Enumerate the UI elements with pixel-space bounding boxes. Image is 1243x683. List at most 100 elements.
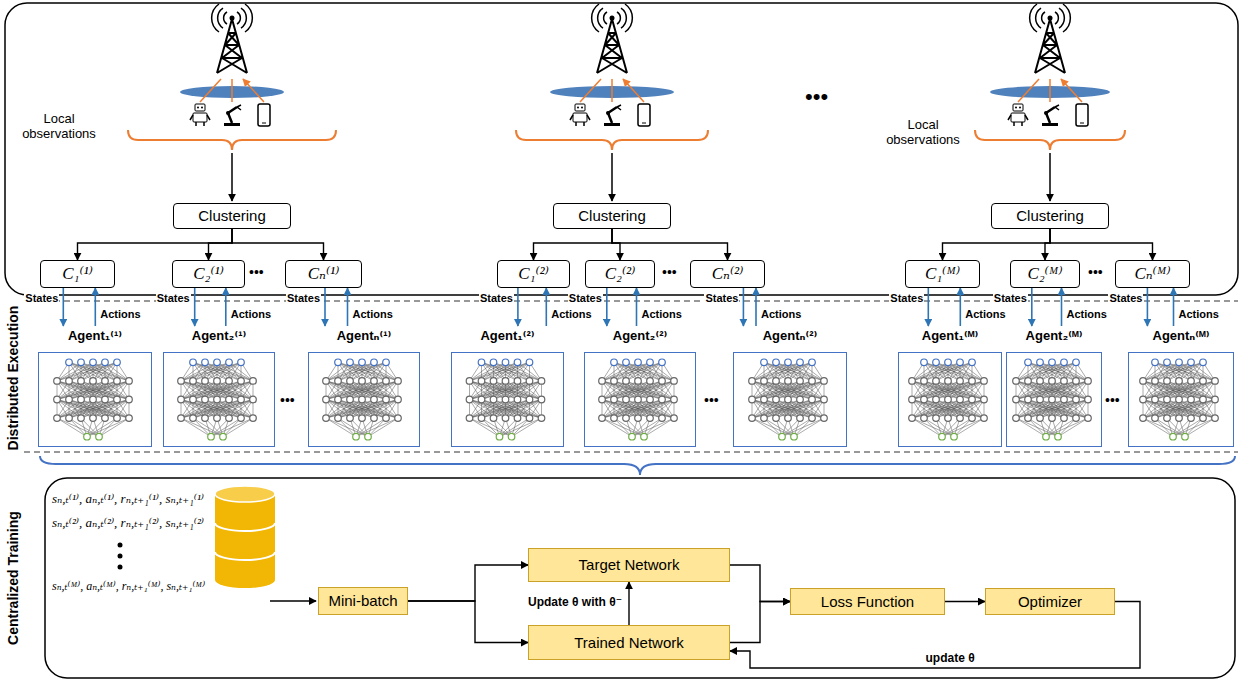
edge-label: Actions	[550, 308, 592, 321]
agent-box	[1128, 352, 1234, 447]
state-action-arrow	[606, 288, 608, 326]
cluster-box: C₁⁽ᴹ⁾	[905, 260, 980, 288]
edge-label: Actions	[230, 308, 272, 321]
state-action-arrow	[1147, 288, 1149, 326]
edge-label: Update θ with θ⁻	[527, 596, 623, 610]
node-text: C₂⁽¹⁾	[193, 264, 224, 284]
node-text: Clustering	[1016, 207, 1084, 224]
node-text: C₁⁽¹⁾	[62, 264, 93, 284]
brace	[40, 456, 1235, 475]
state-action-arrow	[545, 288, 547, 326]
dashed-divider	[24, 451, 1238, 452]
agent-heading: Agentₙ⁽²⁾	[733, 326, 847, 346]
state-action-arrow	[1173, 288, 1175, 326]
flow-arrow	[612, 229, 620, 260]
edge-label: Actions	[1066, 308, 1108, 321]
agent-box	[584, 352, 696, 447]
flow-arrow	[612, 229, 728, 260]
agent-network: Agent₂⁽²⁾	[584, 326, 696, 447]
node-text: Loss Function	[821, 593, 914, 610]
ellipsis-dots: •••	[1088, 264, 1103, 280]
node-text: C₁⁽²⁾	[518, 264, 549, 284]
node-text: Clustering	[578, 207, 646, 224]
flow-arrow	[408, 601, 528, 643]
edge-label: States	[568, 292, 603, 305]
state-action-arrow	[324, 288, 326, 326]
state-action-arrow	[517, 288, 519, 326]
flow-arrow	[628, 582, 629, 625]
flow-arrow	[943, 229, 1051, 260]
training-box: Mini-batch	[318, 587, 408, 615]
flow-arrow	[1045, 229, 1050, 260]
node-text: C₂⁽ᴹ⁾	[1027, 264, 1062, 284]
training-box: Optimizer	[985, 588, 1115, 615]
edge-label: Actions	[99, 308, 141, 321]
base-station-group	[516, 4, 708, 201]
database-arrow	[270, 600, 316, 602]
flow-arrow	[730, 565, 790, 602]
ellipsis-dots: •••	[280, 392, 295, 408]
neural-network	[585, 353, 691, 446]
ellipsis-dots: •••	[704, 392, 719, 408]
state-action-arrow	[95, 288, 97, 326]
ellipsis-dots: •••	[662, 264, 677, 280]
edge-label: Actions	[964, 308, 1006, 321]
training-box: Loss Function	[790, 588, 945, 615]
base-station-group	[128, 4, 336, 201]
section-title: Centralized Training	[5, 511, 21, 645]
edge-label: States	[1108, 292, 1143, 305]
state-action-arrow	[225, 288, 227, 326]
neural-network	[734, 353, 842, 446]
bottom-panel	[45, 478, 1235, 678]
cluster-box: C₁⁽²⁾	[497, 260, 570, 288]
state-action-arrow	[1061, 288, 1063, 326]
state-action-arrow	[927, 288, 929, 326]
training-box: Trained Network	[528, 625, 730, 660]
edge-label: States	[993, 292, 1028, 305]
flow-arrow	[408, 565, 528, 601]
node-text: Mini-batch	[328, 592, 397, 609]
state-action-arrow	[1031, 288, 1033, 326]
edge-label: Actions	[352, 308, 394, 321]
agent-heading: Agent₂⁽¹⁾	[163, 326, 275, 346]
clustering-box: Clustering	[173, 203, 291, 229]
agent-network: Agent₂⁽ᴹ⁾	[1006, 326, 1102, 447]
observation-label: Local observations	[878, 118, 968, 148]
state-action-arrow	[62, 288, 64, 326]
agent-network: Agent₁⁽¹⁾	[38, 326, 152, 447]
neural-network	[899, 353, 997, 446]
base-station-group	[975, 4, 1125, 201]
cluster-box: Cₙ⁽ᴹ⁾	[1115, 260, 1190, 288]
tuple-text: sₙ,ₜ⁽¹⁾, aₙ,ₜ⁽¹⁾, rₙ,ₜ₊₁⁽¹⁾, sₙ,ₜ₊₁⁽¹⁾	[52, 492, 204, 507]
agent-network: Agent₂⁽¹⁾	[163, 326, 275, 447]
edge-label: States	[286, 292, 321, 305]
node-text: C₁⁽ᴹ⁾	[925, 264, 960, 284]
node-text: Cₙ⁽²⁾	[712, 264, 744, 284]
neural-network	[39, 353, 147, 446]
node-text: Target Network	[579, 556, 680, 573]
edge-label: States	[24, 292, 59, 305]
cluster-box: C₂⁽²⁾	[585, 260, 655, 288]
agent-network: Agent₁⁽ᴹ⁾	[898, 326, 1002, 447]
cluster-box: C₂⁽¹⁾	[172, 260, 245, 288]
clustering-box: Clustering	[991, 203, 1109, 229]
state-action-arrow	[194, 288, 196, 326]
agent-network: Agentₙ⁽¹⁾	[308, 326, 420, 447]
agent-network: Agentₙ⁽ᴹ⁾	[1128, 326, 1234, 447]
agent-heading: Agentₙ⁽ᴹ⁾	[1128, 326, 1234, 346]
agent-heading: Agent₂⁽²⁾	[584, 326, 696, 346]
node-text: Trained Network	[574, 634, 683, 651]
ellipsis-dots: •••	[249, 264, 264, 280]
cluster-box: Cₙ⁽²⁾	[690, 260, 765, 288]
agent-heading: Agent₁⁽¹⁾	[38, 326, 152, 346]
tuple-text: sₙ,ₜ⁽²⁾, aₙ,ₜ⁽²⁾, rₙ,ₜ₊₁⁽²⁾, sₙ,ₜ₊₁⁽²⁾	[52, 516, 204, 531]
flow-arrow	[232, 229, 324, 260]
node-text: Cₙ⁽¹⁾	[308, 264, 340, 284]
agent-box	[38, 352, 152, 447]
observation-label: Local observations	[14, 112, 104, 142]
edge-label: Actions	[1178, 308, 1220, 321]
state-action-arrow	[743, 288, 745, 326]
edge-label: States	[889, 292, 924, 305]
tuple-text: sₙ,ₜ⁽ᴹ⁾, aₙ,ₜ⁽ᴹ⁾, rₙ,ₜ₊₁⁽ᴹ⁾, sₙ,ₜ₊₁⁽ᴹ⁾	[52, 580, 205, 594]
